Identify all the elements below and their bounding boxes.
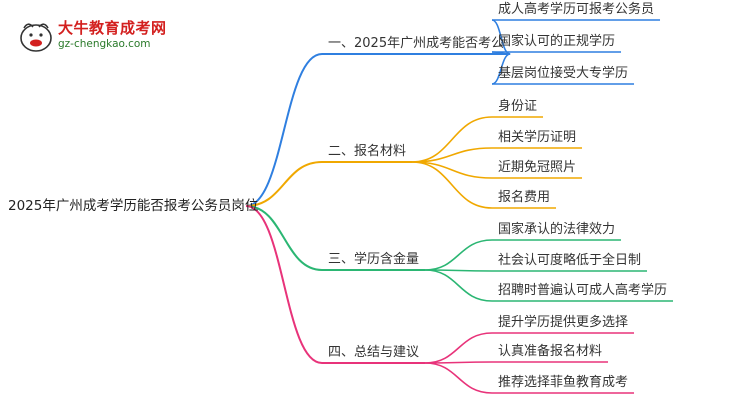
leaf-label-4-2: 认真准备报名材料 bbox=[498, 343, 602, 359]
leaf-label-2-1: 身份证 bbox=[498, 98, 537, 114]
leaf-edge-2-2 bbox=[412, 147, 493, 163]
leaf-edge-2-4 bbox=[412, 161, 493, 209]
leaf-node-2-1: 身份证 bbox=[492, 98, 544, 118]
leaf-label-4-1: 提升学历提供更多选择 bbox=[498, 314, 628, 330]
leaf-node-3-2: 社会认可度略低于全日制 bbox=[492, 252, 648, 272]
leaf-node-3-3: 招聘时普遍认可成人高考学历 bbox=[492, 282, 674, 302]
leaf-node-1-3: 基层岗位接受大专学历 bbox=[492, 65, 635, 85]
leaf-label-4-3: 推荐选择菲鱼教育成考 bbox=[498, 374, 628, 390]
leaf-edge-4-3 bbox=[425, 362, 493, 394]
root-edge-3 bbox=[245, 205, 323, 271]
leaf-node-4-2: 认真准备报名材料 bbox=[492, 343, 609, 363]
leaf-edge-2-1 bbox=[412, 116, 493, 163]
leaf-label-3-1: 国家承认的法律效力 bbox=[498, 221, 615, 237]
branch-label-1: 一、2025年广州成考能否考公 bbox=[328, 36, 504, 51]
branch-node-3: 三、学历含金量 国家承认的法律效力 社会认可度略低于全日制 招聘时普遍认可成人高… bbox=[322, 221, 674, 302]
branch-label-2: 二、报名材料 bbox=[328, 143, 406, 159]
leaf-label-1-2: 国家认可的正规学历 bbox=[498, 33, 615, 49]
branch-node-1: 一、2025年广州成考能否考公 成人高考学历可报考公务员 国家认可的正规学历 基… bbox=[322, 1, 661, 85]
mascot-logo-icon bbox=[20, 23, 52, 52]
leaf-node-2-2: 相关学历证明 bbox=[492, 129, 583, 149]
leaf-edge-4-1 bbox=[425, 332, 493, 364]
leaf-node-3-1: 国家承认的法律效力 bbox=[492, 221, 622, 241]
leaf-edge-2-3 bbox=[412, 161, 493, 179]
leaf-label-2-4: 报名费用 bbox=[498, 189, 550, 205]
branch-node-4: 四、总结与建议 提升学历提供更多选择 认真准备报名材料 推荐选择菲鱼教育成考 bbox=[322, 314, 635, 394]
leaf-label-1-3: 基层岗位接受大专学历 bbox=[498, 65, 628, 81]
logo-name: 大牛教育成考网 bbox=[58, 19, 167, 37]
leaf-label-2-2: 相关学历证明 bbox=[498, 129, 576, 145]
leaf-edge-3-3 bbox=[425, 269, 493, 302]
leaf-label-3-2: 社会认可度略低于全日制 bbox=[498, 252, 641, 268]
leaf-node-2-3: 近期免冠照片 bbox=[492, 160, 583, 179]
leaf-label-2-3: 近期免冠照片 bbox=[498, 160, 576, 175]
leaf-node-1-1: 成人高考学历可报考公务员 bbox=[492, 1, 661, 21]
root-edge-4 bbox=[245, 205, 323, 364]
mind-map-edges bbox=[245, 19, 511, 394]
leaf-label-1-1: 成人高考学历可报考公务员 bbox=[498, 1, 654, 17]
leaf-label-3-3: 招聘时普遍认可成人高考学历 bbox=[498, 282, 667, 298]
leaf-node-4-3: 推荐选择菲鱼教育成考 bbox=[492, 374, 635, 394]
leaf-edge-3-1 bbox=[425, 239, 493, 271]
root-edge-1 bbox=[245, 53, 323, 207]
branch-label-3: 三、学历含金量 bbox=[328, 251, 419, 267]
branch-node-2: 二、报名材料 身份证 相关学历证明 近期免冠照片 报名费用 bbox=[322, 98, 583, 209]
root-edge-2 bbox=[245, 161, 323, 207]
leaf-node-4-1: 提升学历提供更多选择 bbox=[492, 314, 635, 334]
leaf-node-1-2: 国家认可的正规学历 bbox=[492, 33, 622, 53]
logo-url: gz-chengkao.com bbox=[58, 38, 151, 50]
site-logo[interactable]: 大牛教育成考网 gz-chengkao.com bbox=[18, 14, 168, 58]
branch-label-4: 四、总结与建议 bbox=[328, 345, 419, 360]
leaf-node-2-4: 报名费用 bbox=[492, 189, 557, 209]
root-node-label: 2025年广州成考学历能否报考公务员岗位 bbox=[8, 198, 258, 214]
